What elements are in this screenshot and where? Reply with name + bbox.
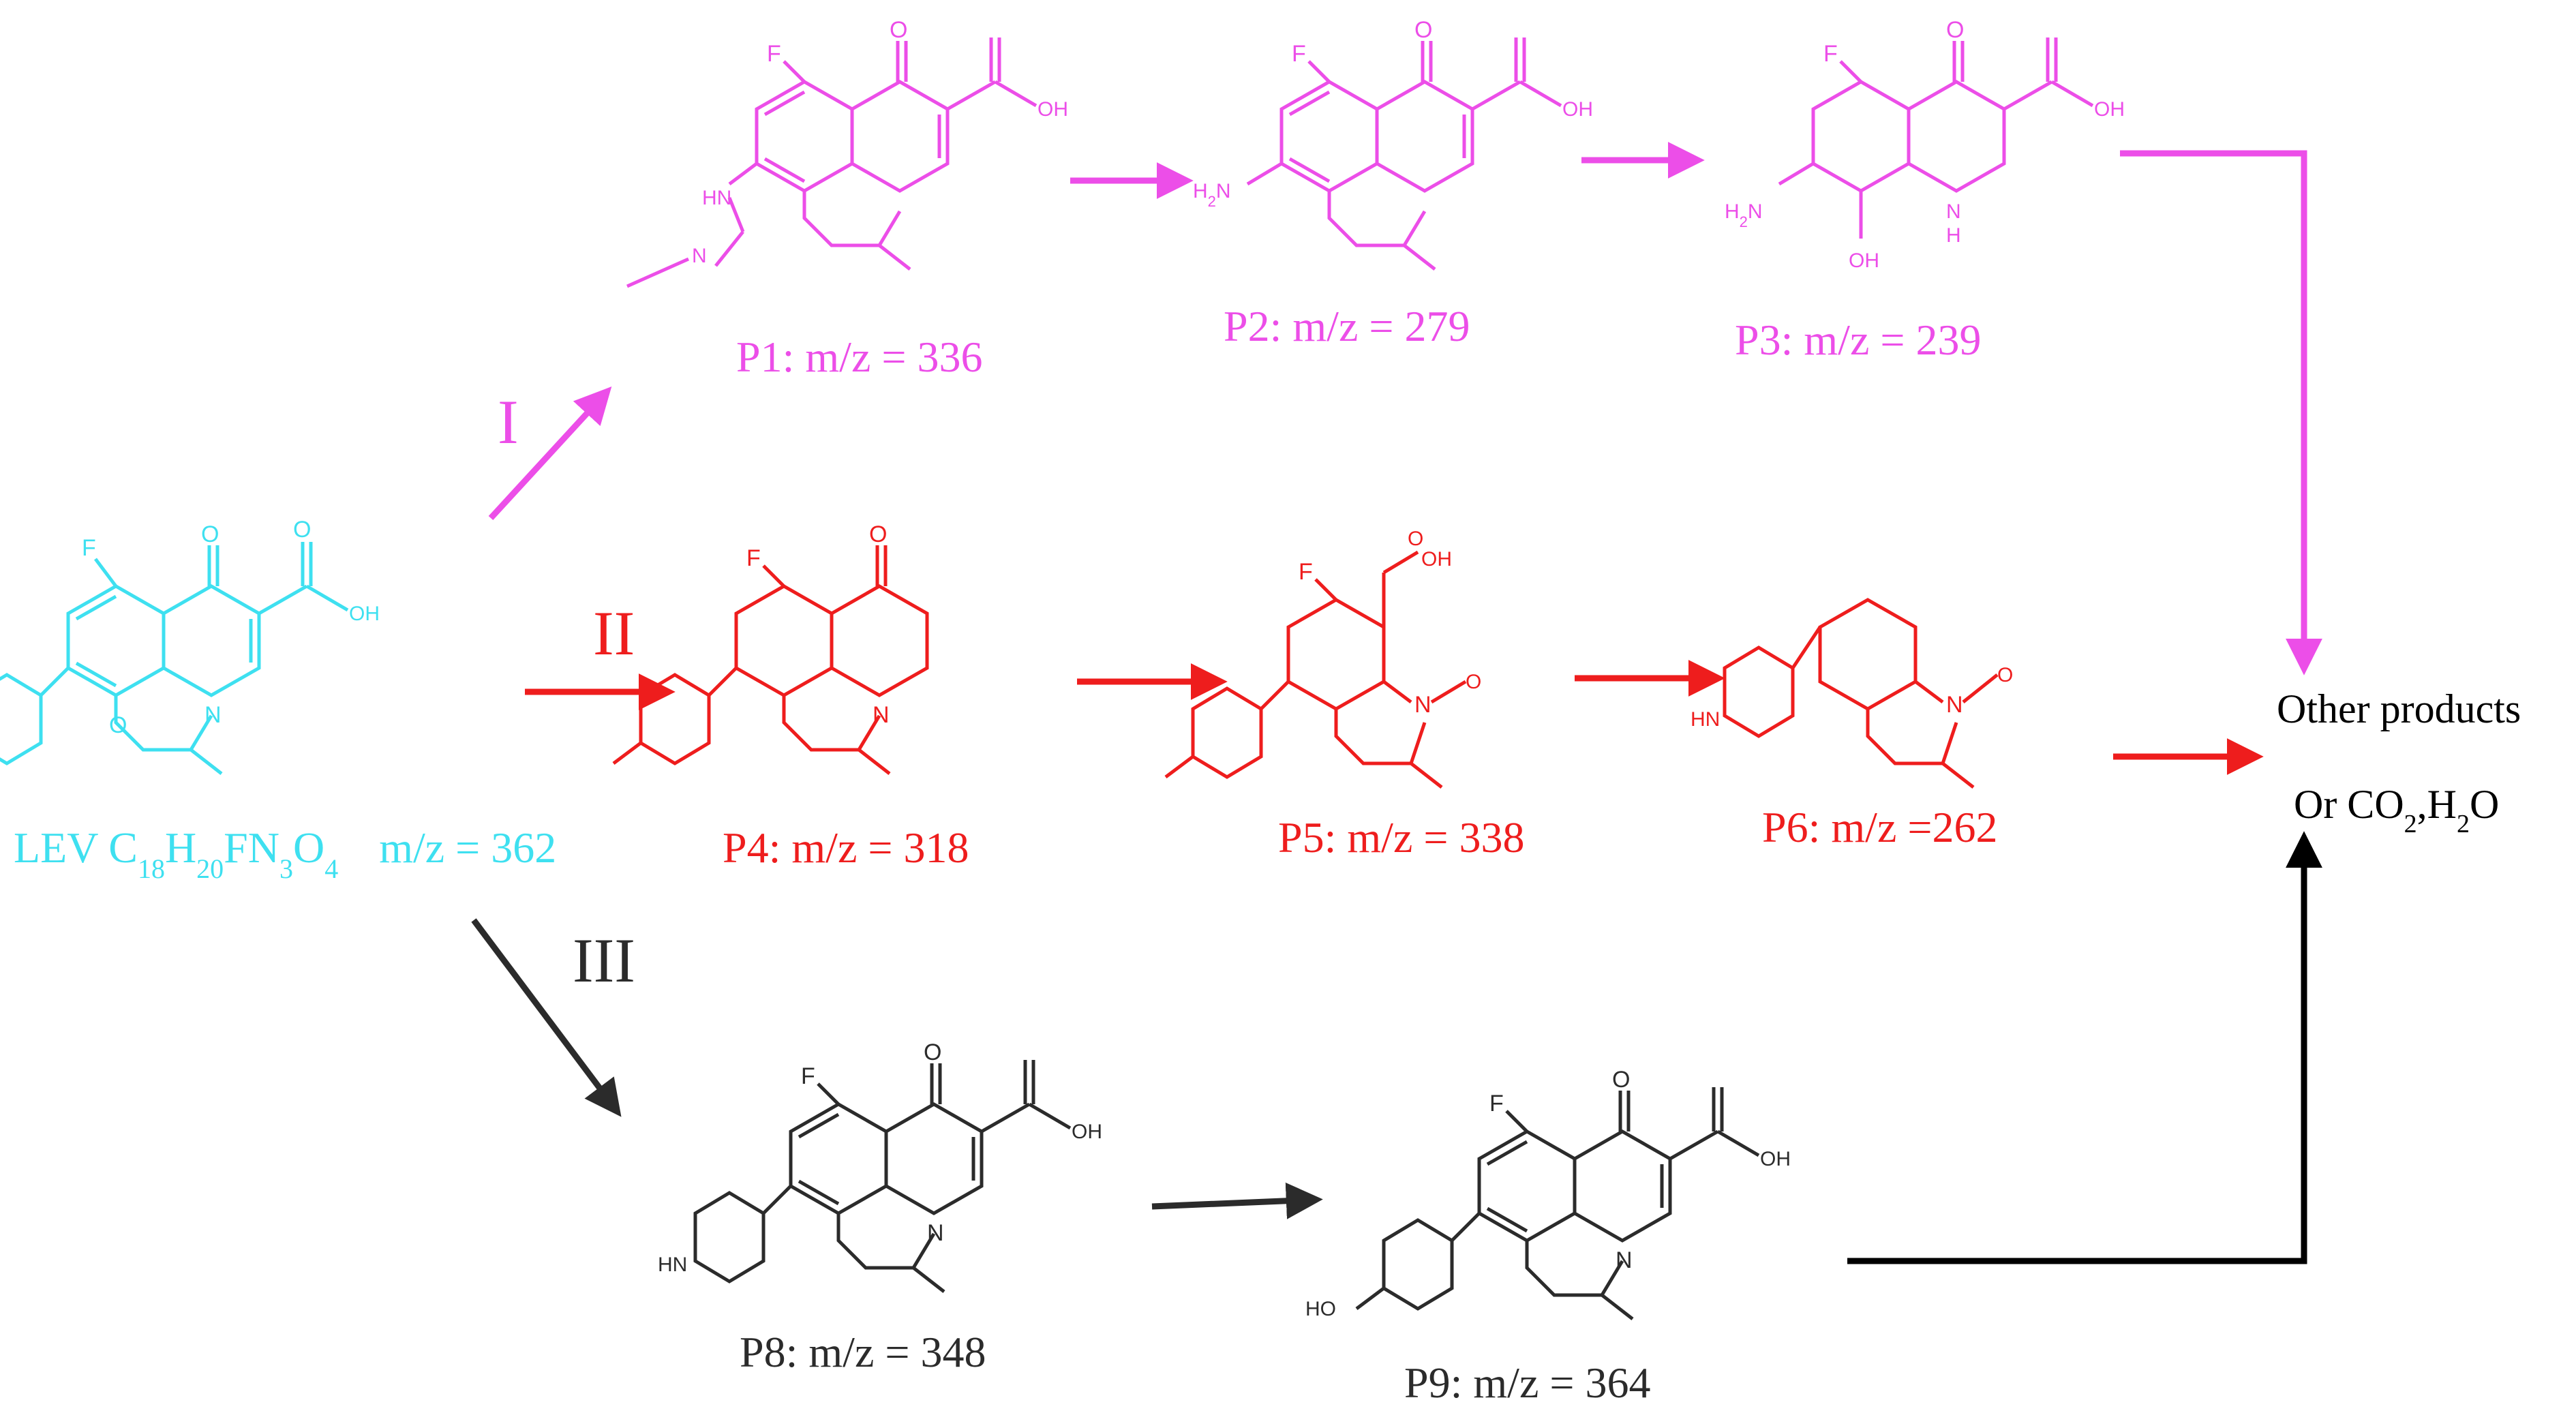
p9-structure: F O OH HO N: [1305, 1067, 1791, 1320]
p4-o-ketone: O: [869, 521, 887, 547]
p9-o-ketone: O: [1612, 1067, 1630, 1093]
p3-nh: H: [1946, 224, 1961, 247]
final-line-2: Or CO2,H2O: [2294, 782, 2499, 838]
pathway-3-label: III: [573, 926, 635, 995]
arrow-p9-to-final: [1847, 831, 2322, 1264]
p9-caption: P9: m/z = 364: [1404, 1358, 1650, 1407]
lev-structure: O O OH F O N: [0, 517, 380, 774]
pathway-1-label: I: [498, 387, 519, 457]
p8-hn: HN: [658, 1254, 687, 1276]
p3-oh-ring: OH: [1849, 249, 1879, 272]
p5-oh: OH: [1421, 548, 1452, 571]
p4-f: F: [746, 545, 761, 571]
p5-n: N: [1414, 692, 1431, 718]
p1-o-ketone: O: [890, 17, 907, 43]
p1-oh: OH: [1037, 98, 1068, 121]
lev-o-acid: O: [293, 517, 311, 543]
p5-structure: F O OH N O: [1164, 528, 1481, 789]
p5-f: F: [1299, 559, 1313, 585]
p3-oh: OH: [2094, 98, 2125, 121]
p6-n: N: [1946, 692, 1963, 718]
p5-caption: P5: m/z = 338: [1278, 813, 1524, 862]
p2-caption: P2: m/z = 279: [1224, 302, 1470, 350]
p6-structure: N O HN: [1691, 598, 2013, 789]
lev-oh: OH: [349, 603, 380, 625]
p9-n: N: [1616, 1247, 1633, 1273]
p2-oh: OH: [1562, 98, 1593, 121]
lev-f: F: [82, 535, 96, 561]
p3-h2n: H2N: [1725, 200, 1763, 230]
p8-n: N: [927, 1220, 944, 1246]
p3-caption: P3: m/z = 239: [1735, 316, 1981, 364]
p1-caption: P1: m/z = 336: [736, 333, 982, 381]
p3-o-ketone: O: [1946, 17, 1964, 43]
p8-structure: F O OH HN N: [658, 1039, 1102, 1292]
arrow-p8-to-p9: [1151, 1182, 1323, 1219]
p2-o-ketone: O: [1414, 17, 1432, 43]
p8-oh: OH: [1072, 1121, 1102, 1143]
p2-f: F: [1292, 41, 1306, 67]
final-line-1: Other products: [2277, 686, 2521, 731]
p3-f: F: [1823, 41, 1838, 67]
p4-n: N: [873, 702, 890, 728]
p3-n: N: [1946, 200, 1961, 223]
p3-structure: F O OH H2N OH N H: [1725, 17, 2125, 272]
p5-o: O: [1408, 528, 1423, 550]
p6-caption: P6: m/z =262: [1762, 803, 1997, 851]
p4-structure: F O N: [612, 521, 929, 775]
p8-f: F: [801, 1063, 815, 1089]
p6-hn: HN: [1691, 708, 1720, 731]
p1-f: F: [767, 41, 781, 67]
p2-structure: F O OH H2N: [1193, 17, 1593, 269]
p1-hn: HN: [702, 187, 731, 209]
p1-n: N: [692, 245, 707, 267]
p8-caption: P8: m/z = 348: [740, 1328, 986, 1376]
p8-o-ketone: O: [924, 1039, 941, 1065]
arrow-lev-to-p1: [488, 386, 612, 521]
p9-f: F: [1489, 1091, 1504, 1116]
p9-ho: HO: [1305, 1298, 1336, 1320]
p2-h2n: H2N: [1193, 180, 1231, 210]
arrow-lev-to-p8: [471, 918, 622, 1117]
p5-o-ald: O: [1466, 671, 1481, 693]
p6-o: O: [1997, 664, 2013, 686]
p4-caption: P4: m/z = 318: [723, 823, 969, 872]
pathway-2-label: II: [593, 598, 635, 668]
arrow-p3-to-final: [2120, 150, 2322, 675]
p1-structure: F O OH HN N: [626, 17, 1068, 288]
lev-o-ring: O: [109, 712, 127, 738]
p9-oh: OH: [1760, 1148, 1791, 1170]
lev-o-ketone: O: [201, 521, 219, 547]
lev-n-ring: N: [204, 702, 222, 728]
